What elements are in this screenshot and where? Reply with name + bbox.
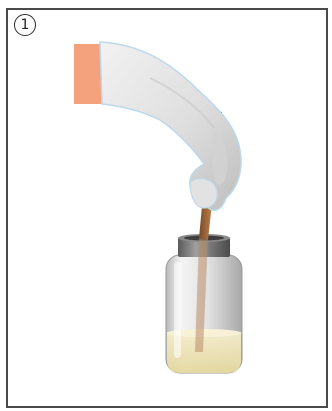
glove-hand — [100, 42, 241, 210]
